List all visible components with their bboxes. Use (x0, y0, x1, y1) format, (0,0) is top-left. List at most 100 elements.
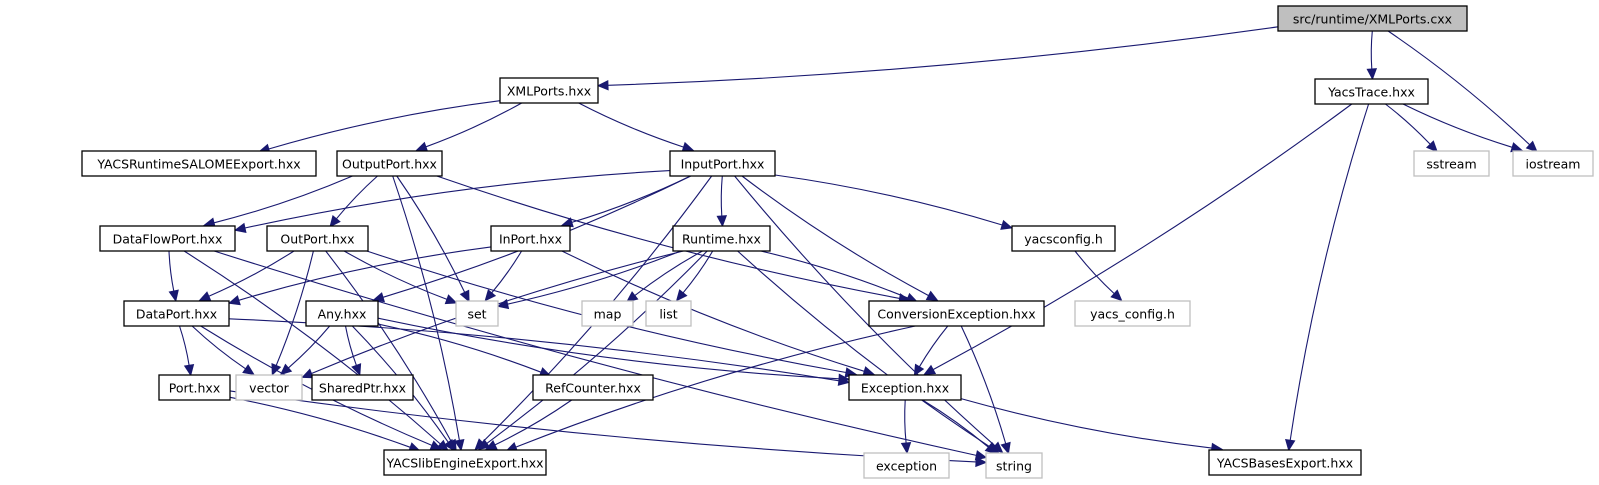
node-label: vector (249, 381, 290, 396)
node-xmlports_hxx[interactable]: XMLPorts.hxx (499, 77, 599, 104)
edge-line (960, 325, 1007, 444)
node-label: ConversionException.hxx (877, 307, 1035, 322)
edge-line (578, 102, 684, 148)
arrowhead-icon (415, 141, 429, 152)
edge-line (1370, 30, 1373, 70)
edge-line (607, 26, 1279, 86)
arrowhead-icon (301, 368, 314, 379)
node-label: YacsTrace.hxx (1327, 85, 1415, 100)
arrowhead-icon (484, 439, 498, 450)
node-root[interactable]: src/runtime/XMLPorts.cxx (1277, 5, 1468, 32)
node-box (123, 300, 230, 327)
node-box (1011, 225, 1116, 252)
node-sharedptr[interactable]: SharedPtr.hxx (311, 374, 414, 401)
arrowhead-icon (596, 80, 609, 91)
node-box (1413, 150, 1490, 177)
node-any[interactable]: Any.hxx (305, 300, 379, 327)
node-label: RefCounter.hxx (545, 381, 641, 396)
node-label: sstream (1426, 157, 1476, 172)
node-yacsconfig[interactable]: yacsconfig.h (1011, 225, 1116, 252)
edge-line (343, 250, 448, 300)
arrowhead-icon (372, 292, 386, 303)
node-label: Runtime.hxx (682, 232, 761, 247)
node-yacslibengineexport[interactable]: YACSlibEngineExport.hxx (383, 449, 547, 476)
edge-root-to-xmlports_hxx (596, 26, 1279, 91)
edge-line (229, 390, 977, 463)
arrowhead-icon (862, 366, 875, 377)
node-exception_hxx[interactable]: Exception.hxx (848, 374, 962, 401)
edge-port-to-yacslibengineexport (229, 396, 421, 453)
edge-refcounter-to-yacslibengineexport (484, 399, 573, 450)
node-yacstrace[interactable]: YacsTrace.hxx (1314, 78, 1429, 105)
arrowhead-icon (984, 442, 997, 455)
edge-inputport-to-conversionexception (741, 175, 939, 301)
edge-line (932, 103, 1353, 371)
node-conversionexception[interactable]: ConversionException.hxx (868, 300, 1045, 327)
arrowhead-icon (1425, 140, 1438, 153)
edge-line (515, 325, 916, 448)
arrowhead-icon (351, 363, 362, 376)
arrowhead-icon (329, 215, 341, 228)
edge-dataflowport-to-string (213, 250, 988, 461)
edge-line (208, 250, 295, 297)
node-dataflowport[interactable]: DataFlowPort.hxx (99, 225, 236, 252)
edge-inputport-to-dataflowport (233, 170, 671, 234)
node-label: src/runtime/XMLPorts.cxx (1293, 12, 1452, 27)
node-runtime[interactable]: Runtime.hxx (672, 225, 771, 252)
edge-outport-to-set (343, 250, 458, 305)
node-port[interactable]: Port.hxx (158, 374, 231, 401)
edge-line (571, 175, 691, 223)
edge-xmlports_hxx-to-outputport (415, 102, 522, 152)
edge-dataflowport-to-yacslibengineexport (183, 250, 449, 452)
edge-outputport-to-set (396, 175, 470, 303)
node-label: string (996, 459, 1032, 474)
node-refcounter[interactable]: RefCounter.hxx (532, 374, 654, 401)
arrowhead-icon (444, 294, 458, 305)
edge-runtime-to-map (626, 250, 703, 303)
arrowhead-icon (271, 363, 282, 376)
node-yacsbasesexport[interactable]: YACSBasesExport.hxx (1208, 449, 1362, 476)
node-inport[interactable]: InPort.hxx (490, 225, 571, 252)
edge-line (1387, 30, 1530, 146)
edge-line (774, 174, 1003, 226)
edge-yacstrace-to-iostream (1402, 103, 1523, 153)
edge-runtime-to-set (496, 250, 682, 310)
node-vector: vector (235, 374, 303, 401)
edge-conversionexception-to-exception_hxx (913, 325, 949, 377)
edge-line (682, 250, 714, 294)
edge-line (737, 250, 991, 448)
node-box (532, 374, 654, 401)
edge-inport-to-dataport (228, 246, 492, 306)
edge-runtime-to-list (675, 250, 714, 302)
node-label: set (467, 307, 486, 322)
edge-any-to-vector (279, 325, 331, 376)
node-inputport[interactable]: InputPort.hxx (669, 150, 776, 177)
node-label: list (659, 307, 677, 322)
node-dataport[interactable]: DataPort.hxx (123, 300, 230, 327)
edge-line (634, 250, 703, 296)
arrowhead-icon (1285, 438, 1296, 452)
node-box (158, 374, 231, 401)
arrowhead-icon (1110, 289, 1123, 302)
edge-line (561, 250, 865, 372)
arrowhead-icon (925, 290, 939, 301)
edge-line (268, 100, 501, 150)
node-outputport[interactable]: OutputPort.hxx (336, 150, 443, 177)
edge-line (344, 325, 357, 366)
edge-line (377, 323, 542, 373)
node-outport[interactable]: OutPort.hxx (266, 225, 369, 252)
edge-line (436, 175, 900, 299)
edge-line (238, 246, 492, 301)
arrowhead-icon (913, 363, 925, 377)
node-label: DataPort.hxx (136, 307, 217, 322)
node-yacsruntimesalomeexport[interactable]: YACSRuntimeSALOMEExport.hxx (81, 150, 317, 177)
arrowhead-icon (242, 364, 255, 376)
arrowhead-icon (477, 438, 491, 451)
arrowhead-icon (1000, 441, 1011, 455)
node-exception: exception (863, 452, 950, 479)
edge-exception_hxx-to-string (922, 399, 997, 455)
node-box (336, 150, 443, 177)
edge-inputport-to-inport (561, 175, 691, 228)
node-label: Exception.hxx (861, 381, 949, 396)
edge-any-to-exception_hxx (377, 317, 851, 385)
